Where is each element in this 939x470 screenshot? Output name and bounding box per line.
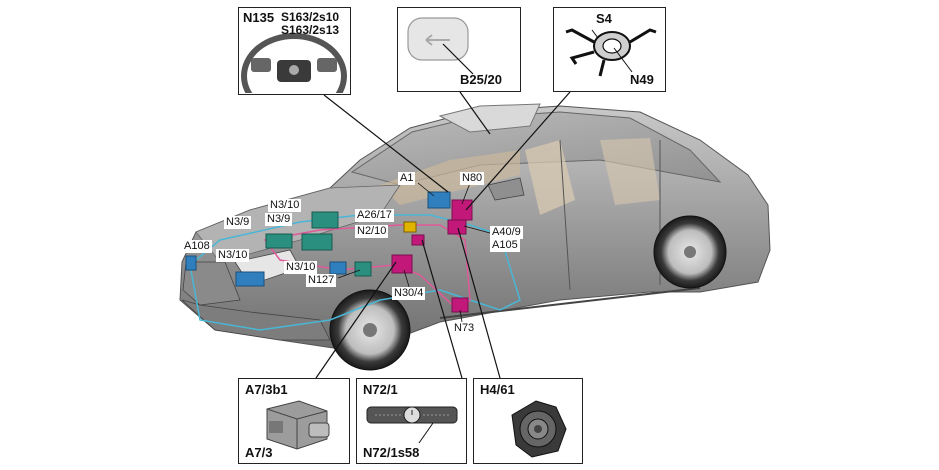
label-a7-3: A7/3 [245, 445, 273, 460]
callout-n3-10-mid: N3/10 [284, 261, 318, 274]
sunroof [438, 103, 541, 133]
inset-control-panel: N72/1 N72/1s58 [356, 378, 467, 464]
inset-steering-column: S4 N49 [553, 7, 666, 92]
module-n3-9-left [265, 233, 293, 249]
module-a108 [185, 255, 197, 271]
leader-steering-wheel [323, 94, 449, 193]
module-n2-10 [411, 234, 425, 246]
callout-a108: A108 [182, 240, 212, 253]
abs-unit-image [266, 400, 330, 450]
interior-seat-front [525, 140, 575, 215]
callout-a1: A1 [398, 172, 416, 185]
leader-speaker [457, 227, 501, 379]
callout-n3-9-top: N3/9 [265, 213, 293, 226]
callout-a105: A105 [490, 239, 520, 252]
module-n127 [354, 261, 372, 277]
dashboard [380, 150, 520, 205]
label-h4-61: H4/61 [480, 382, 515, 397]
inset-roof-switch: B25/20 [397, 7, 521, 92]
module-n3-10-mid [329, 261, 347, 275]
label-b25-20: B25/20 [460, 72, 502, 87]
rear-wheel-hub [684, 246, 696, 258]
label-n135: N135 [243, 10, 275, 25]
leader-a40-9 [463, 225, 491, 234]
module-n3-9-top [301, 233, 333, 251]
control-panel-image [366, 406, 458, 444]
front-grille [182, 261, 241, 306]
callout-a40-9: A40/9 [490, 226, 523, 239]
front-wheel-hub [363, 323, 377, 337]
leader-control-panel [421, 239, 463, 379]
module-n3-10-left [235, 271, 265, 287]
inset-abs-unit: A7/3b1 A7/3 [238, 378, 350, 464]
callout-n3-10-left: N3/10 [216, 249, 250, 262]
label-s163-2s13: S163/2s13 [281, 23, 340, 37]
side-sill [439, 287, 701, 319]
callout-n2-10: N2/10 [355, 225, 389, 238]
steering-column-image [565, 28, 657, 77]
leader-roof-switch [459, 91, 491, 135]
leader-n73 [459, 309, 463, 323]
leader-n30-4 [403, 269, 411, 291]
roof-switch-image [407, 17, 474, 75]
module-a26-17 [403, 221, 417, 233]
steering-wheel-image [241, 33, 347, 93]
callout-n3-9-left: N3/9 [224, 216, 252, 229]
interior-seat-rear [600, 138, 660, 205]
callout-n80: N80 [460, 172, 485, 185]
callout-n3-10-top: N3/10 [268, 199, 302, 212]
callout-n30-4: N30/4 [392, 287, 426, 300]
door-line-front [559, 139, 571, 291]
module-a1 [427, 191, 451, 209]
inset-speaker: H4/61 [473, 378, 583, 464]
inset-steering-wheel: N135 S163/2s10 S163/2s13 [238, 7, 351, 95]
label-n49: N49 [630, 72, 654, 87]
module-n3-10-top [311, 211, 339, 229]
label-n72-1s58: N72/1s58 [363, 445, 420, 460]
label-a7-3b1: A7/3b1 [245, 382, 288, 397]
module-a40-9 [447, 219, 467, 235]
callout-n73: N73 [452, 322, 477, 335]
callout-n127: N127 [306, 274, 337, 287]
leader-steering-column [465, 91, 571, 211]
leader-n80 [461, 182, 471, 205]
label-n72-1: N72/1 [363, 382, 398, 397]
label-s4: S4 [596, 11, 612, 26]
mirror [487, 177, 525, 201]
leader-a1 [417, 182, 435, 197]
module-n73 [451, 297, 469, 313]
front-bumper [181, 299, 331, 341]
speaker-image [511, 400, 567, 458]
callout-a26-17: A26/17 [355, 209, 394, 222]
leader-n127 [337, 269, 361, 279]
label-s163-2s10: S163/2s10 [281, 10, 340, 24]
leader-abs-unit [315, 261, 397, 379]
module-n30-4 [391, 254, 413, 274]
